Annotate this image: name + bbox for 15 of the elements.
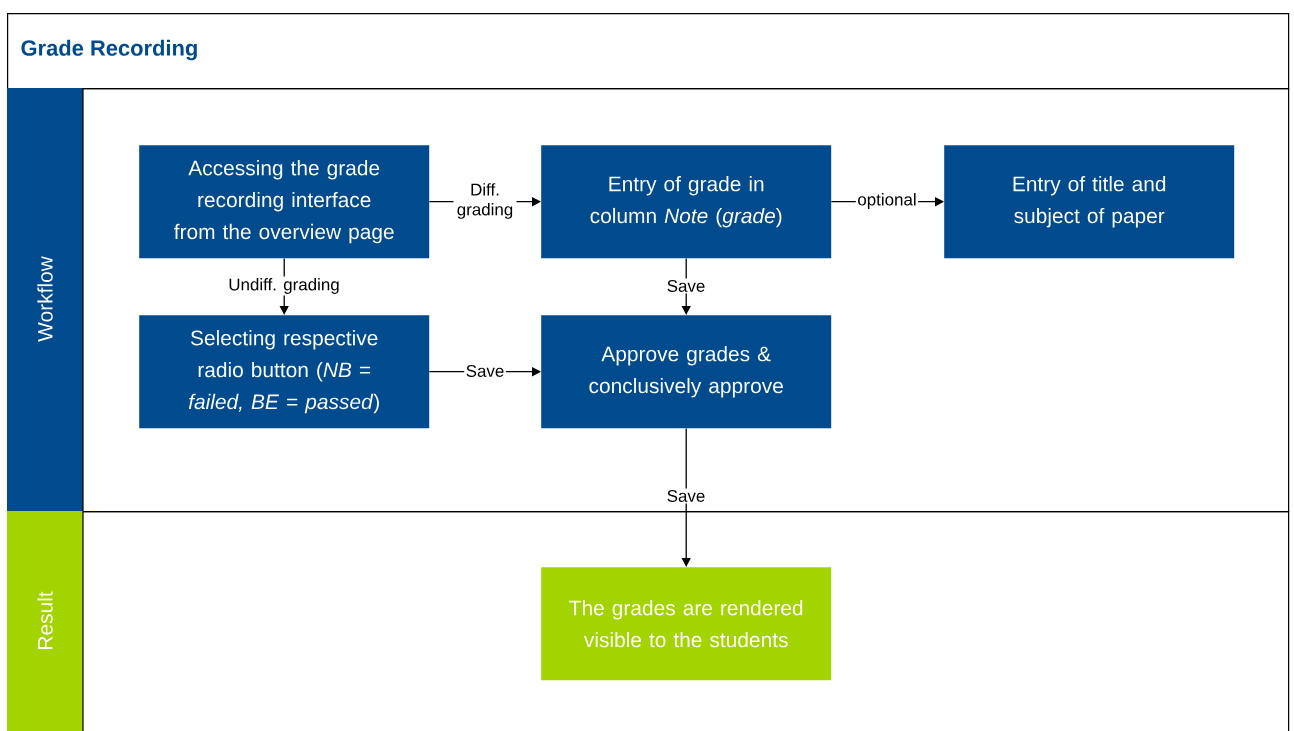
edge-label: Save: [665, 488, 707, 504]
process-box: Approve grades & conclusively approve: [541, 315, 832, 429]
process-box: Entry of title and subject of paper: [944, 145, 1235, 259]
edge-label: Undiff. grading: [226, 276, 342, 296]
process-box: Selecting respective radio button (NB = failed, BE = passed): [139, 315, 430, 429]
process-box: The grades are rendered visible to the students: [541, 567, 832, 681]
edge-label: Save: [665, 278, 707, 294]
arrow: [681, 427, 691, 567]
process-box: Entry of grade in column Note (grade): [541, 145, 832, 259]
arrow: [681, 257, 691, 315]
edge-label: Save: [464, 363, 506, 379]
title-bar: Grade Recording: [7, 13, 1290, 90]
edge-label: optional: [855, 191, 919, 211]
process-box: Accessing the grade recording interface from the overview page: [139, 145, 430, 259]
edge-label: Diff. grading: [453, 181, 517, 221]
